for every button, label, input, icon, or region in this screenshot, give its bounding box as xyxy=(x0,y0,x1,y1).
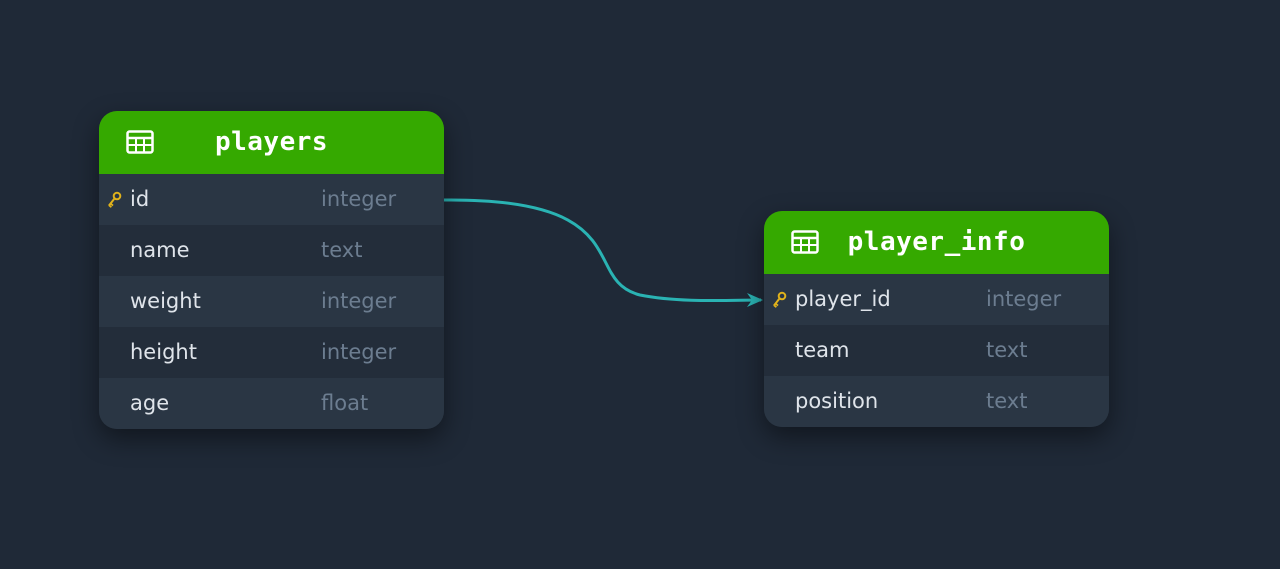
column-type: text xyxy=(986,338,1028,362)
table-column-row[interactable]: position text xyxy=(764,376,1109,427)
table-title: player_info xyxy=(847,227,1026,257)
column-name: height xyxy=(130,340,197,364)
column-type: text xyxy=(321,238,363,262)
table-player-info[interactable]: player_info player_id integer team text … xyxy=(764,211,1109,427)
column-type: float xyxy=(321,391,369,415)
column-type: text xyxy=(986,389,1028,413)
table-icon xyxy=(126,130,154,154)
table-title: players xyxy=(214,127,329,157)
table-column-row[interactable]: player_id integer xyxy=(764,274,1109,325)
table-column-row[interactable]: name text xyxy=(99,225,444,276)
table-column-row[interactable]: id integer xyxy=(99,174,444,225)
column-type: integer xyxy=(321,340,397,364)
key-icon xyxy=(773,291,787,308)
table-players[interactable]: players id integer name text weight inte… xyxy=(99,111,444,429)
table-columns: player_id integer team text position tex… xyxy=(764,274,1109,427)
table-columns: id integer name text weight integer heig… xyxy=(99,174,444,429)
column-name: name xyxy=(130,238,190,262)
column-name: age xyxy=(130,391,170,415)
table-icon xyxy=(791,230,819,254)
table-column-row[interactable]: weight integer xyxy=(99,276,444,327)
table-column-row[interactable]: height integer xyxy=(99,327,444,378)
relationship-players-id-to-player-info-player-id[interactable] xyxy=(443,198,763,308)
table-header[interactable]: players xyxy=(99,111,444,174)
table-header[interactable]: player_info xyxy=(764,211,1109,274)
table-column-row[interactable]: age float xyxy=(99,378,444,429)
column-name: player_id xyxy=(795,287,891,311)
column-name: weight xyxy=(130,289,201,313)
column-type: integer xyxy=(986,287,1062,311)
column-type: integer xyxy=(321,187,397,211)
key-icon xyxy=(108,191,122,208)
table-column-row[interactable]: team text xyxy=(764,325,1109,376)
column-name: id xyxy=(130,187,150,211)
column-type: integer xyxy=(321,289,397,313)
column-name: position xyxy=(795,389,879,413)
column-name: team xyxy=(795,338,850,362)
